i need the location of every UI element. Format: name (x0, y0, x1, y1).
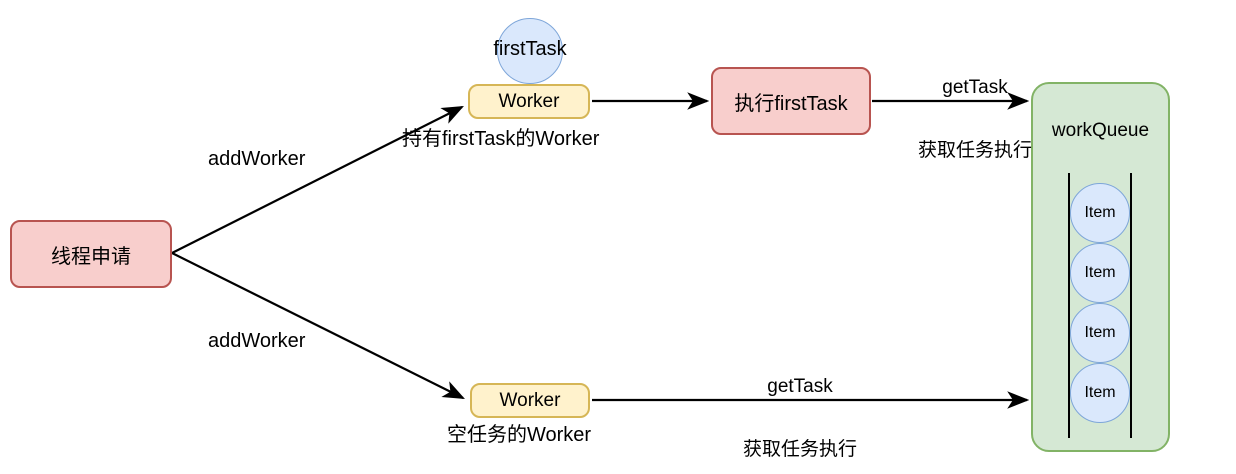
thread-request-node[interactable]: 线程申请 (10, 220, 172, 288)
queue-rail-right (1130, 173, 1132, 438)
edge-label-add-worker-bottom: addWorker (208, 330, 306, 352)
queue-item[interactable]: Item (1070, 183, 1130, 243)
edge-label-holds-first-task-worker: 持有firstTask的Worker (402, 128, 600, 150)
execute-first-task-node[interactable]: 执行firstTask (711, 67, 871, 135)
get-task-bottom-line1: getTask (767, 375, 833, 397)
thread-request-label: 线程申请 (51, 245, 131, 268)
queue-item-label: Item (1084, 204, 1116, 221)
work-queue-label: workQueue (1051, 120, 1150, 141)
execute-first-task-label: 执行firstTask (734, 92, 848, 115)
get-task-top-line1: getTask (942, 76, 1008, 98)
worker-bottom-node[interactable]: Worker (470, 383, 590, 418)
queue-item-label: Item (1084, 324, 1116, 341)
first-task-circle[interactable] (497, 18, 563, 84)
queue-item-label: Item (1084, 264, 1116, 281)
get-task-top-line2: 获取任务执行 (917, 140, 1032, 162)
queue-item-label: Item (1084, 384, 1116, 401)
queue-item[interactable]: Item (1070, 243, 1130, 303)
worker-top-label: Worker (498, 90, 560, 112)
worker-top-node[interactable]: Worker (468, 84, 590, 119)
get-task-bottom-line2: 获取任务执行 (742, 439, 857, 461)
queue-item[interactable]: Item (1070, 363, 1130, 423)
queue-item[interactable]: Item (1070, 303, 1130, 363)
edge-label-add-worker-top: addWorker (208, 148, 306, 170)
edge-label-get-task-top: getTask 获取任务执行 (880, 34, 1070, 204)
edge-add-worker-bottom (171, 252, 465, 399)
edge-label-get-task-bottom: getTask 获取任务执行 (705, 333, 895, 474)
worker-bottom-label: Worker (499, 389, 561, 411)
edge-add-worker-top (171, 106, 464, 254)
first-task-label: firstTask (493, 38, 567, 60)
edge-label-empty-task-worker: 空任务的Worker (447, 424, 592, 446)
queue-rail-left (1068, 173, 1070, 438)
